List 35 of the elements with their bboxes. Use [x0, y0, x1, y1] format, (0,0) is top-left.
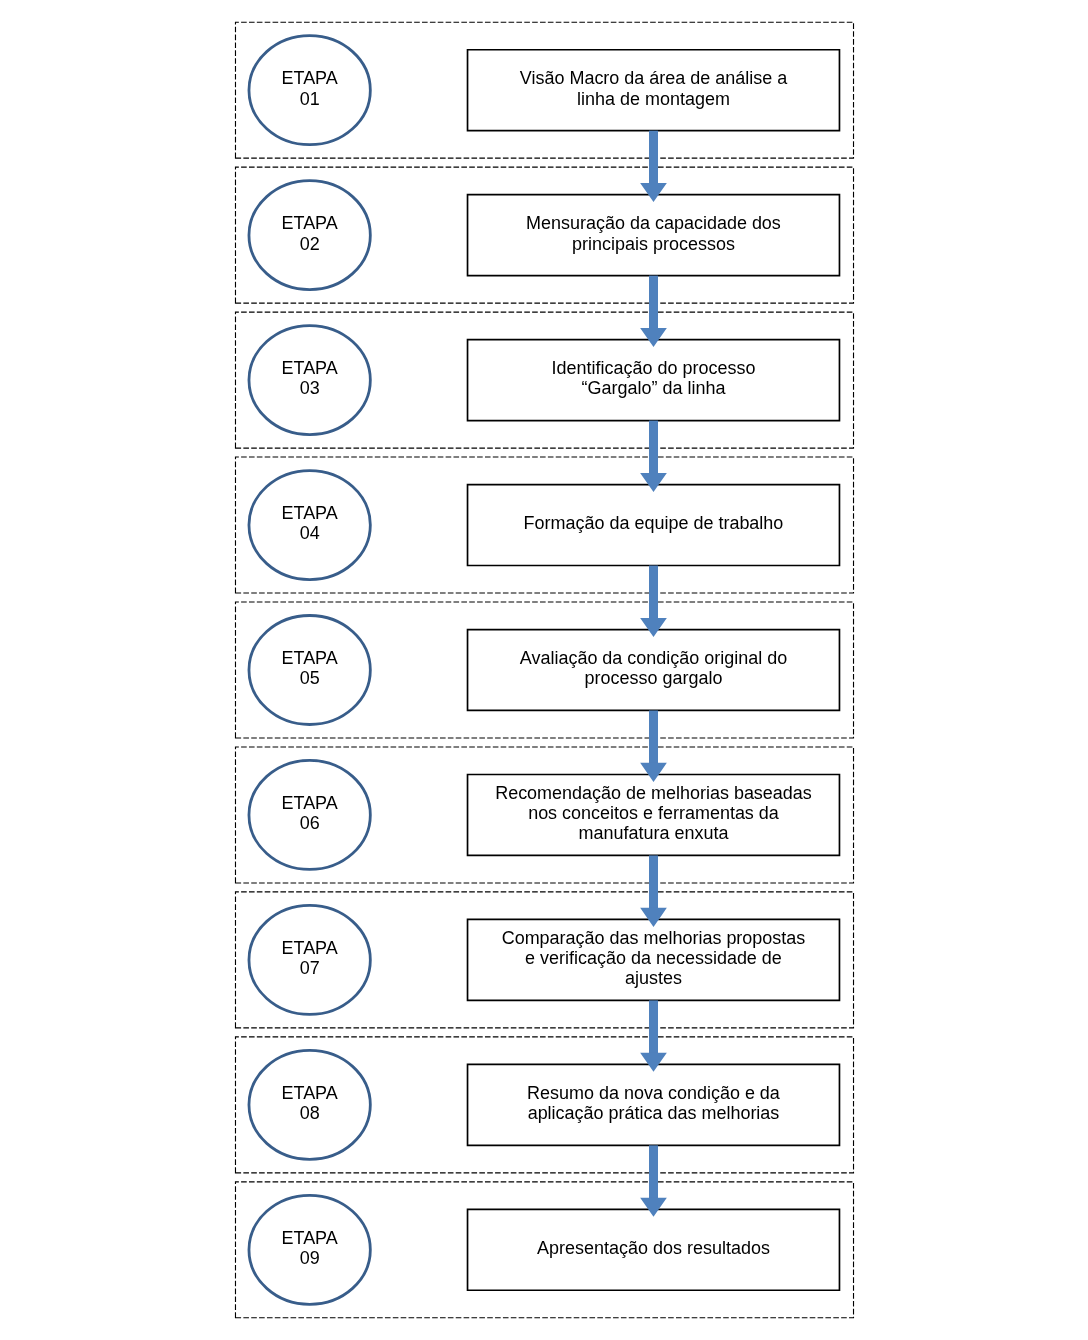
cluster — [234, 891, 854, 1029]
arrow — [639, 1000, 667, 1072]
node-box: Recomendação de melhorias baseadas nos conceitos e ferramentas da manufatura enxuta — [466, 773, 840, 857]
arrow — [639, 710, 667, 782]
arrow — [639, 130, 667, 203]
cluster — [234, 456, 854, 594]
cluster — [234, 601, 854, 739]
node-box: Visão Macro da área de análise a linha de montagem — [466, 48, 840, 132]
node-ellipse: ETAPA 02 — [247, 179, 372, 292]
cluster — [234, 1036, 854, 1174]
node-box: Mensuração da capacidade dos principais processos — [466, 193, 840, 277]
node-ellipse: ETAPA 07 — [247, 904, 372, 1016]
node-ellipse: ETAPA 09 — [247, 1193, 372, 1306]
node-ellipse: ETAPA 01 — [247, 34, 372, 147]
node-ellipse: ETAPA 05 — [247, 614, 372, 726]
arrow — [639, 275, 667, 348]
arrow — [639, 855, 667, 927]
node-ellipse: ETAPA 08 — [247, 1048, 372, 1161]
node-box: Identificação do processo “Gargalo” da linha — [466, 338, 840, 422]
cluster — [234, 746, 854, 884]
node-box: Avaliação da condição original do processo gargalo — [466, 628, 840, 712]
node-box: Resumo da nova condição e da aplicação prática das melhorias — [466, 1063, 840, 1147]
cluster — [234, 1181, 854, 1319]
arrow — [639, 565, 667, 637]
node-ellipse: ETAPA 04 — [247, 469, 372, 581]
node-box: Comparação das melhorias propostas e verificação da necessidade de ajustes — [466, 918, 840, 1002]
node-ellipse: ETAPA 06 — [247, 759, 372, 871]
cluster — [234, 21, 854, 159]
cluster — [234, 166, 854, 304]
arrow — [639, 1145, 667, 1217]
node-ellipse: ETAPA 03 — [247, 324, 372, 436]
node-box: Formação da equipe de trabalho — [466, 483, 840, 567]
node-box: Apresentação dos resultados — [466, 1208, 840, 1292]
arrow — [639, 420, 667, 492]
cluster — [234, 311, 854, 449]
